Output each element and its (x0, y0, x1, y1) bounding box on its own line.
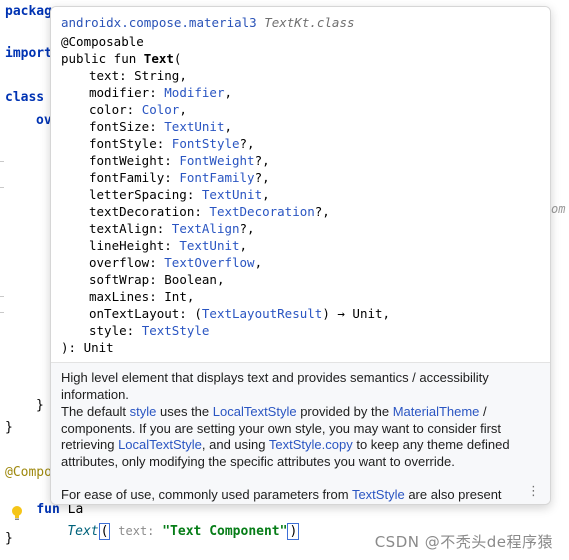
code-line-class[interactable]: class (5, 90, 45, 105)
fun-keyword: fun (36, 502, 60, 517)
parameter-type[interactable]: TextUnit (179, 238, 240, 253)
parameter-type[interactable]: TextOverflow (164, 255, 255, 270)
code-line-import[interactable]: import (5, 46, 52, 61)
code-line-fun[interactable]: fun La (5, 487, 83, 532)
header-package-link[interactable]: androidx.compose.material3 (61, 15, 257, 30)
description-ease-paragraph: For ease of use, commonly used parameter… (61, 487, 502, 502)
localtextstyle-link-2[interactable]: LocalTextStyle (118, 437, 202, 452)
parameter-type[interactable]: Color (141, 102, 180, 117)
parameter-line: fontWeight: FontWeight?, (89, 153, 270, 168)
header-class: TextKt.class (264, 15, 355, 30)
parameter-type[interactable]: TextUnit (164, 119, 225, 134)
open-paren[interactable]: ( (98, 523, 111, 540)
doc-header: androidx.compose.material3 TextKt.class (61, 15, 355, 30)
code-line-text-call[interactable]: Text( text: "Text Component") (36, 509, 300, 554)
signature-end: ): Unit (61, 340, 114, 355)
parameter-type: String (134, 68, 180, 83)
parameter-line: fontSize: TextUnit, (89, 119, 233, 134)
parameter-type[interactable]: TextStyle (141, 323, 210, 338)
parameter-type[interactable]: TextDecoration (209, 204, 315, 219)
description-section: High level element that displays text an… (51, 363, 550, 504)
parameter-line: overflow: TextOverflow, (89, 255, 263, 270)
string-argument[interactable]: "Text Component" (162, 524, 288, 539)
signature-section: androidx.compose.material3 TextKt.class … (51, 7, 550, 363)
param-name-hint: text: (118, 524, 155, 538)
parameter-line: letterSpacing: TextUnit, (89, 187, 270, 202)
textstyle-link[interactable]: TextStyle (351, 487, 405, 502)
parameter-type[interactable]: TextAlign (171, 221, 240, 236)
signature-start: public fun Text( (61, 51, 182, 66)
parameter-type[interactable]: FontWeight (179, 153, 255, 168)
parameter-type[interactable]: TextUnit (201, 187, 263, 202)
parameter-line: modifier: Modifier, (89, 85, 233, 100)
parameter-line: style: TextStyle (89, 323, 210, 338)
code-line-annotation[interactable]: @Compo (5, 465, 52, 480)
parameter-line: fontStyle: FontStyle?, (89, 136, 255, 151)
textstyle-copy-link[interactable]: TextStyle.copy (268, 437, 353, 452)
parameter-line: maxLines: Int, (89, 289, 195, 304)
description-style-paragraph: The default style uses the LocalTextStyl… (61, 404, 510, 469)
localtextstyle-link[interactable]: LocalTextStyle (212, 404, 297, 419)
style-link[interactable]: style (129, 404, 157, 419)
code-line-package[interactable]: packag (5, 4, 52, 19)
parameter-line: color: Color, (89, 102, 187, 117)
code-line-brace-inner[interactable]: } (36, 398, 44, 413)
more-options-icon[interactable]: ⋮ (527, 484, 540, 499)
fun-name: La (67, 502, 84, 517)
code-line-last-brace[interactable]: } (5, 531, 13, 546)
parameter-type[interactable]: FontStyle (171, 136, 240, 151)
parameter-line: textDecoration: TextDecoration?, (89, 204, 330, 219)
text-function-call[interactable]: Text (67, 524, 99, 539)
code-line-override[interactable]: ov (36, 113, 52, 128)
materialtheme-link[interactable]: MaterialTheme (392, 404, 480, 419)
parameter-type[interactable]: FontFamily (179, 170, 255, 185)
parameter-line: onTextLayout: (TextLayoutResult) → Unit, (89, 306, 391, 321)
parameter-type[interactable]: Modifier (164, 85, 225, 100)
parameter-type: Int (164, 289, 187, 304)
parameter-line: fontFamily: FontFamily?, (89, 170, 270, 185)
parameter-type[interactable]: TextLayoutResult (201, 306, 323, 321)
watermark: CSDN @不秃头de程序猿 (374, 533, 553, 551)
close-paren[interactable]: ) (287, 523, 300, 540)
parameter-type: Boolean (164, 272, 217, 287)
signature-function-name: Text (143, 51, 174, 66)
code-line-brace-outer[interactable]: } (5, 420, 13, 435)
lightbulb-icon[interactable] (11, 505, 23, 521)
quick-documentation-popup[interactable]: androidx.compose.material3 TextKt.class … (50, 6, 551, 505)
parameter-line: text: String, (89, 68, 187, 83)
description-summary: High level element that displays text an… (61, 370, 489, 402)
side-fragment: om (551, 202, 566, 216)
parameter-line: softWrap: Boolean, (89, 272, 225, 287)
parameter-line: lineHeight: TextUnit, (89, 238, 248, 253)
parameter-line: textAlign: TextAlign?, (89, 221, 255, 236)
annotation-link[interactable]: @Composable (61, 34, 144, 49)
